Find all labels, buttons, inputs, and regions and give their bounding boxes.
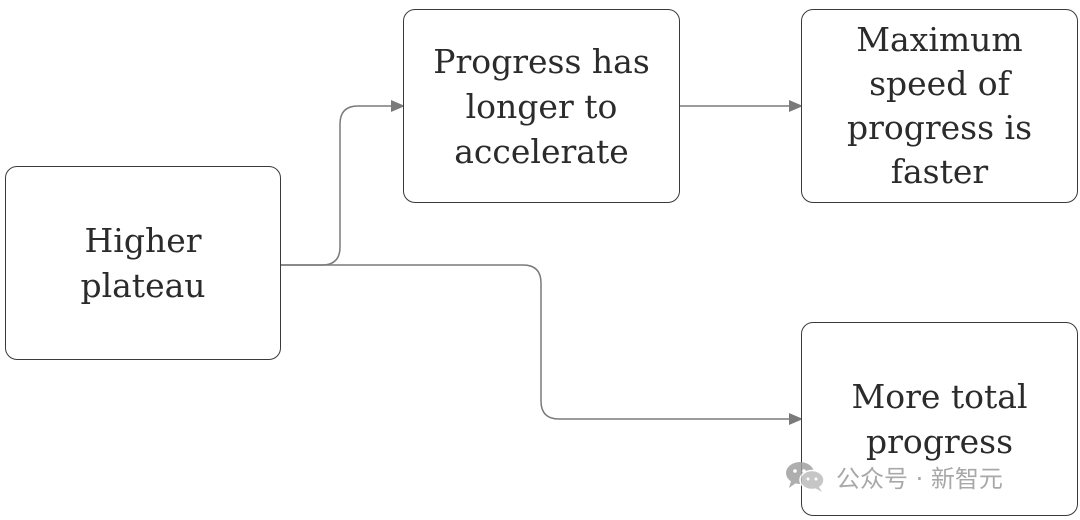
watermark-text: 公众号 · 新智元: [836, 464, 1003, 493]
node-more-total-progress: More total progress: [801, 322, 1078, 516]
node-more-total-progress-label: More total progress: [851, 377, 1028, 461]
connector-higher-to-longer: [281, 100, 405, 266]
node-maximum-speed-label: Maximum speed of progress is faster: [846, 20, 1033, 191]
node-maximum-speed: Maximum speed of progress is faster: [801, 9, 1078, 203]
watermark: 公众号 · 新智元: [784, 456, 1003, 496]
node-higher-plateau: Higher plateau: [5, 166, 281, 360]
node-higher-plateau-label: Higher plateau: [80, 221, 206, 305]
node-longer-to-accelerate: Progress has longer to accelerate: [403, 9, 680, 203]
connector-higher-to-total: [281, 264, 803, 425]
node-longer-to-accelerate-label: Progress has longer to accelerate: [433, 41, 650, 171]
wechat-icon: [786, 462, 825, 492]
